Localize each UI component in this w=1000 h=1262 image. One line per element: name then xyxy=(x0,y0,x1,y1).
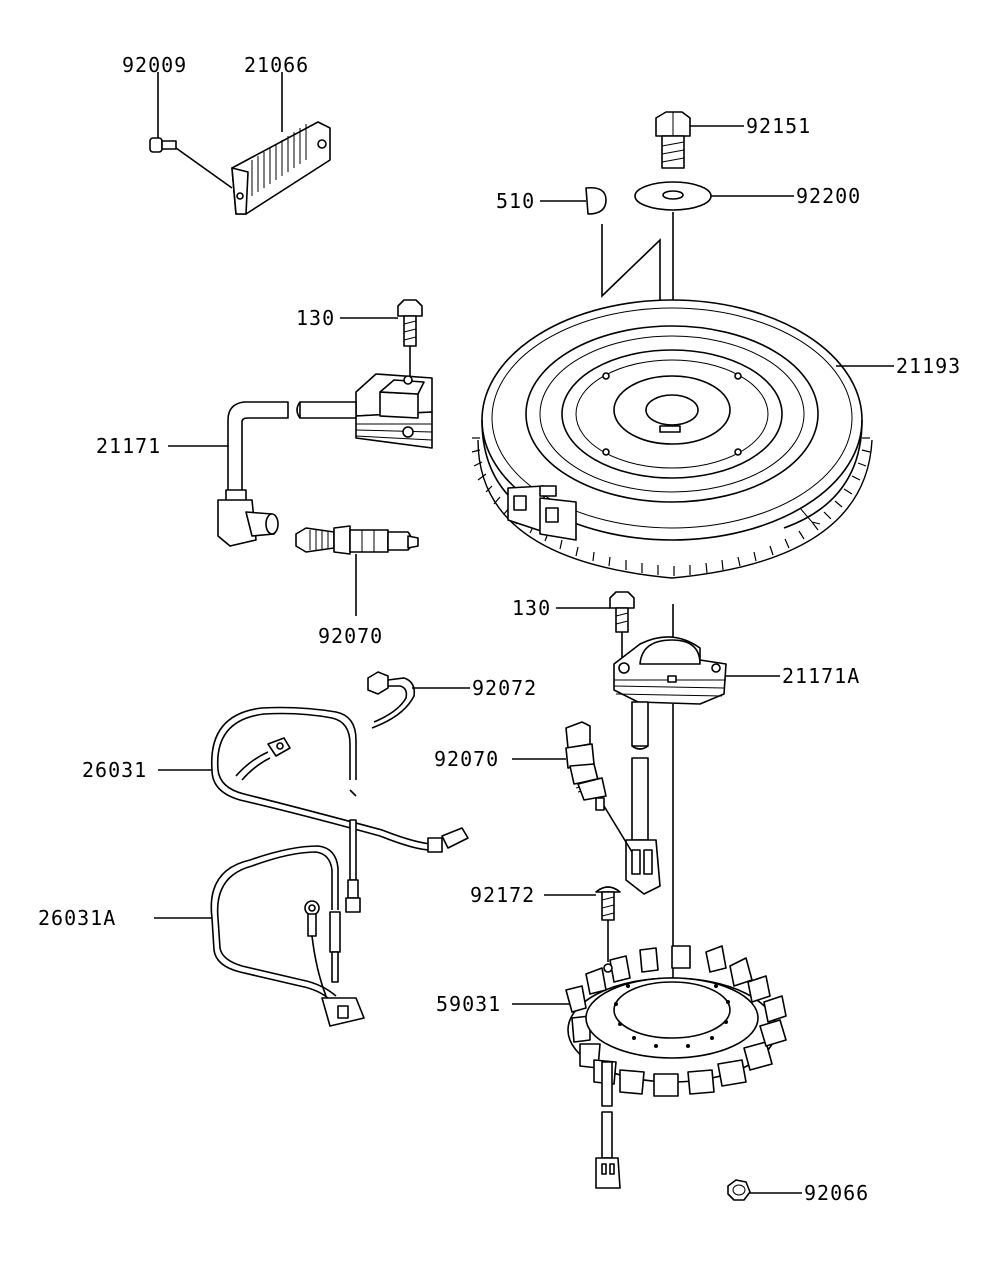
label-26031A: 26031A xyxy=(38,906,116,930)
label-92070-lower: 92070 xyxy=(434,747,499,771)
spark-plug-92070-upper[interactable] xyxy=(295,525,419,555)
label-21171A: 21171A xyxy=(782,664,860,688)
label-21066: 21066 xyxy=(244,53,309,77)
label-92151: 92151 xyxy=(746,114,811,138)
stator-poles xyxy=(565,945,787,1097)
label-92070-upper: 92070 xyxy=(318,624,383,648)
flywheel-magnets xyxy=(507,485,577,541)
stator-59031[interactable] xyxy=(565,945,787,1189)
label-130-upper: 130 xyxy=(296,306,335,330)
regulator-21066[interactable] xyxy=(231,121,331,215)
label-92072: 92072 xyxy=(472,676,537,700)
flywheel-21193[interactable] xyxy=(471,299,873,579)
label-21193: 21193 xyxy=(896,354,961,378)
screw-130-upper[interactable] xyxy=(397,299,423,347)
spark-plug-92070-lower[interactable] xyxy=(565,721,633,853)
label-26031: 26031 xyxy=(82,758,147,782)
label-92009: 92009 xyxy=(122,53,187,77)
label-21171: 21171 xyxy=(96,434,161,458)
label-130-lower: 130 xyxy=(512,596,551,620)
screw-92009[interactable] xyxy=(149,137,233,189)
screw-130-lower[interactable] xyxy=(609,591,635,633)
terminal-92072[interactable] xyxy=(367,671,416,729)
label-59031: 59031 xyxy=(436,992,501,1016)
key-510[interactable] xyxy=(585,186,607,215)
label-510: 510 xyxy=(496,189,535,213)
washer-92200[interactable] xyxy=(634,181,712,211)
ignition-coil-21171[interactable] xyxy=(217,373,433,547)
bolt-92151[interactable] xyxy=(655,111,691,169)
label-92200: 92200 xyxy=(796,184,861,208)
ignition-coil-21171A[interactable] xyxy=(613,636,727,895)
nut-92066[interactable] xyxy=(727,1179,751,1201)
screw-92172[interactable] xyxy=(595,886,621,921)
label-92172: 92172 xyxy=(470,883,535,907)
label-92066: 92066 xyxy=(804,1181,869,1205)
harness-26031[interactable] xyxy=(210,706,469,913)
harness-26031A[interactable] xyxy=(210,845,365,1027)
